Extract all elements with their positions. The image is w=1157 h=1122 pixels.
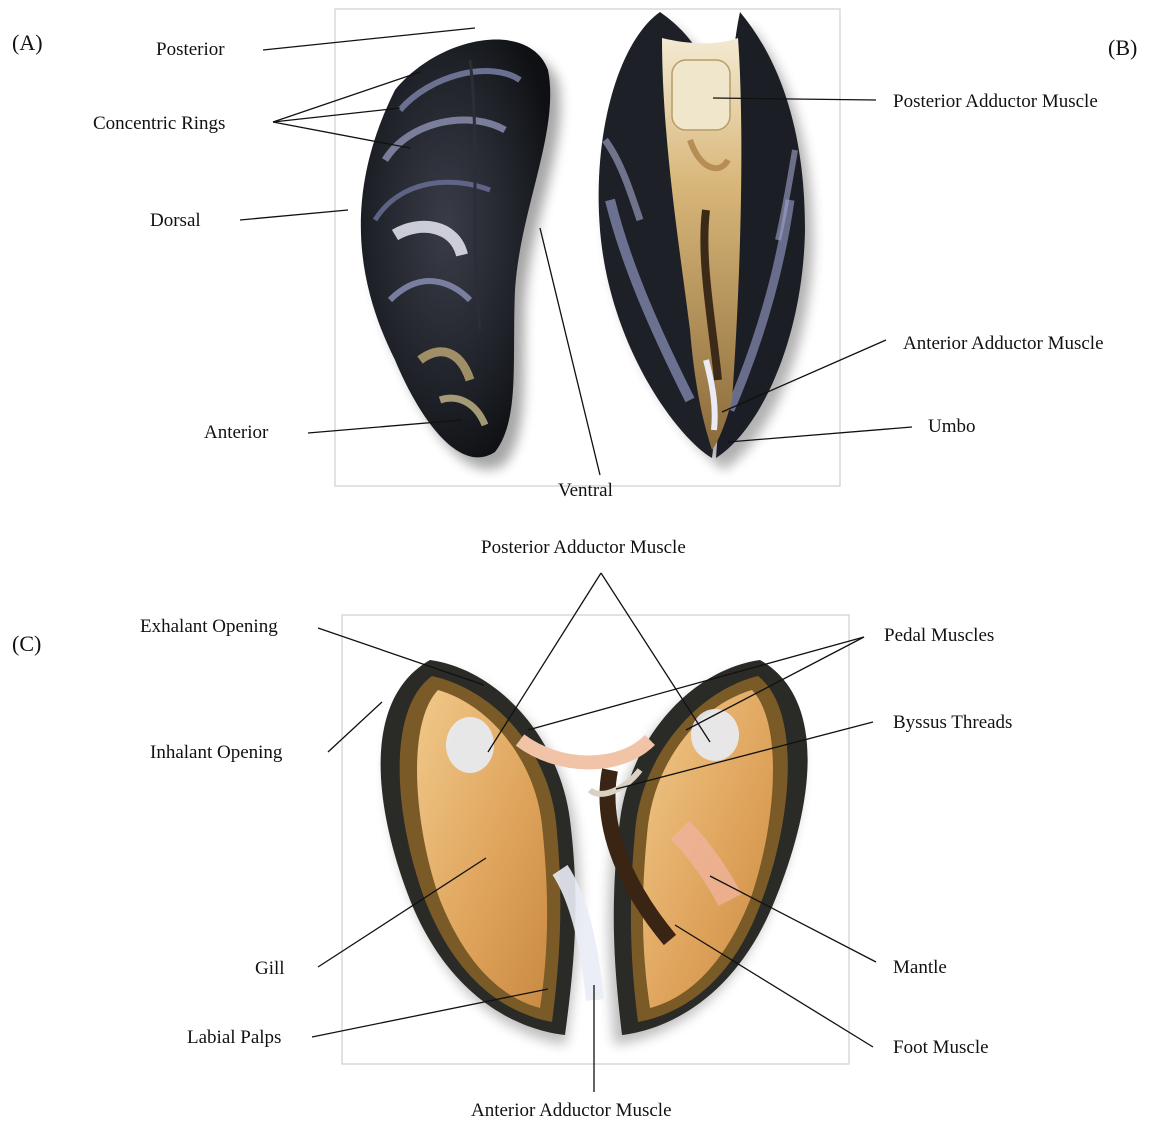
label-c-posterior-adductor: Posterior Adductor Muscle — [481, 537, 686, 558]
panel-label-c: (C) — [12, 631, 41, 656]
label-gill: Gill — [255, 958, 285, 979]
label-umbo: Umbo — [928, 416, 976, 437]
leader-inhalant-opening — [328, 702, 382, 752]
label-inhalant-opening: Inhalant Opening — [150, 742, 283, 763]
leader-exhalant-opening — [318, 628, 484, 685]
panel-label-a: (A) — [12, 30, 43, 55]
label-b-anterior-adductor: Anterior Adductor Muscle — [903, 333, 1104, 354]
label-exhalant-opening: Exhalant Opening — [140, 616, 278, 637]
label-foot-muscle: Foot Muscle — [893, 1037, 989, 1058]
leader-dorsal — [240, 210, 348, 220]
leader-posterior — [263, 28, 475, 50]
panel-label-b: (B) — [1108, 35, 1137, 60]
label-b-posterior-adductor: Posterior Adductor Muscle — [893, 91, 1098, 112]
label-mantle: Mantle — [893, 957, 947, 978]
label-pedal-muscles: Pedal Muscles — [884, 625, 994, 646]
leader-ventral — [540, 228, 600, 475]
label-ventral: Ventral — [558, 480, 613, 501]
leader-c-posterior-adductor-2 — [601, 573, 710, 742]
label-labial-palps: Labial Palps — [187, 1027, 281, 1048]
label-c-anterior-adductor: Anterior Adductor Muscle — [471, 1100, 672, 1121]
label-byssus-threads: Byssus Threads — [893, 712, 1012, 733]
shell-b-image — [599, 12, 813, 470]
label-anterior: Anterior — [204, 422, 269, 443]
label-concentric-rings: Concentric Rings — [93, 113, 225, 134]
label-dorsal: Dorsal — [150, 210, 201, 231]
shell-a-image — [361, 40, 560, 470]
label-posterior: Posterior — [156, 39, 225, 60]
